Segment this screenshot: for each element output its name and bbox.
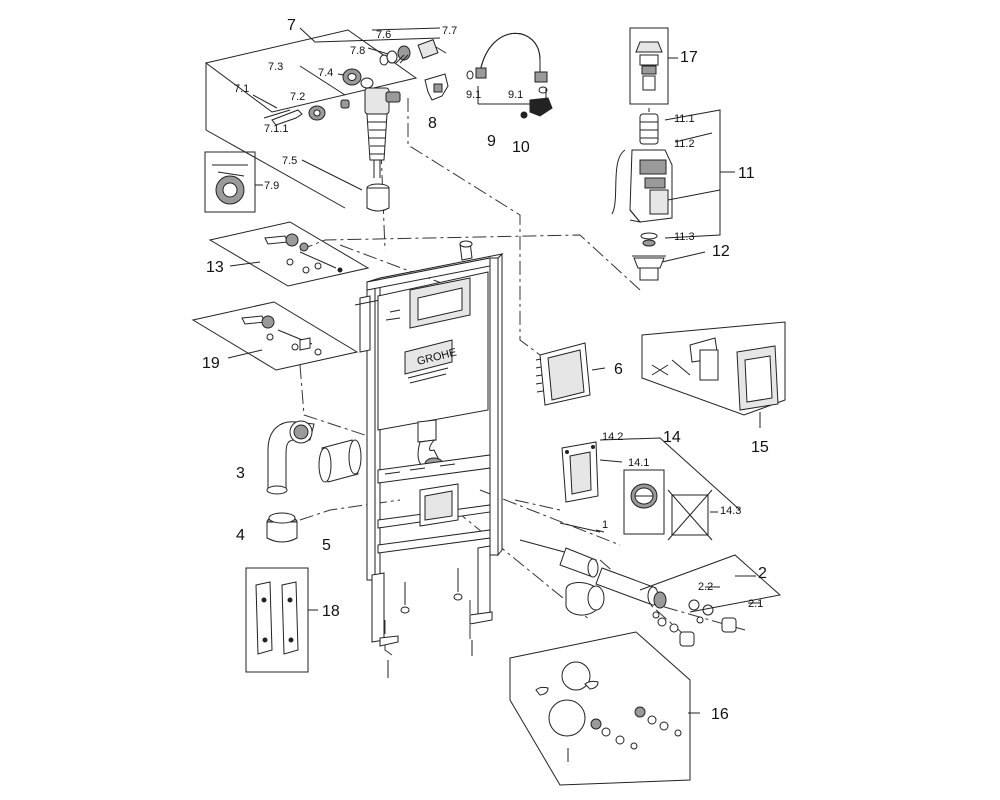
callout-14: 14 — [663, 429, 681, 446]
installation-frame — [354, 240, 504, 647]
callout-11: 11 — [738, 165, 755, 182]
callout-7-1-1: 7.1.1 — [264, 123, 288, 135]
callout-7-5: 7.5 — [282, 155, 297, 167]
callout-7-8: 7.8 — [350, 45, 365, 57]
callout-2: 2 — [758, 565, 767, 582]
callout-14-1: 14.1 — [628, 457, 649, 469]
elbow-group — [245, 420, 362, 673]
callout-labels: 1 2 2.1 2.2 3 4 5 6 7 7.1 7.1.1 7.2 7.3 … — [202, 17, 769, 723]
hose-group — [466, 32, 553, 119]
callout-9-1-right: 9.1 — [508, 89, 523, 101]
callout-7-1: 7.1 — [234, 83, 249, 95]
callout-3: 3 — [236, 465, 245, 482]
callout-11-2: 11.2 — [674, 138, 695, 150]
callout-5: 5 — [322, 537, 331, 554]
callout-4: 4 — [236, 527, 245, 544]
callout-7-6: 7.6 — [376, 29, 391, 41]
callout-7-9: 7.9 — [264, 180, 279, 192]
bolts-group — [387, 568, 473, 678]
callout-13: 13 — [206, 259, 224, 276]
callout-2-2: 2.2 — [698, 581, 713, 593]
callout-11-3: 11.3 — [674, 231, 695, 243]
callout-19: 19 — [202, 355, 220, 372]
callout-12: 12 — [712, 243, 730, 260]
anchor-set-group — [191, 221, 370, 371]
callout-17: 17 — [680, 49, 698, 66]
insulation-pad-group — [509, 631, 700, 786]
callout-15: 15 — [751, 439, 769, 456]
callout-1: 1 — [602, 519, 608, 531]
fill-valve-group — [204, 27, 449, 213]
callout-7-4: 7.4 — [318, 67, 333, 79]
callout-14-3: 14.3 — [720, 505, 741, 517]
callout-11-1: 11.1 — [674, 113, 695, 125]
callout-8: 8 — [428, 115, 437, 132]
callout-9-1-left: 9.1 — [466, 89, 481, 101]
callout-7-7: 7.7 — [442, 25, 457, 37]
callout-16: 16 — [711, 706, 729, 723]
callout-7-3: 7.3 — [268, 61, 283, 73]
flush-valve-group — [611, 27, 735, 281]
callout-7: 7 — [287, 17, 296, 34]
callout-2-1: 2.1 — [748, 598, 763, 610]
callout-7-2: 7.2 — [290, 91, 305, 103]
callout-6: 6 — [614, 361, 623, 378]
service-box-group — [535, 321, 786, 428]
callout-9: 9 — [487, 133, 496, 150]
callout-10: 10 — [512, 139, 530, 156]
callout-18: 18 — [322, 603, 340, 620]
connection-set-group — [519, 522, 782, 647]
flush-plate-group — [561, 437, 741, 541]
callout-14-2: 14.2 — [602, 431, 623, 443]
